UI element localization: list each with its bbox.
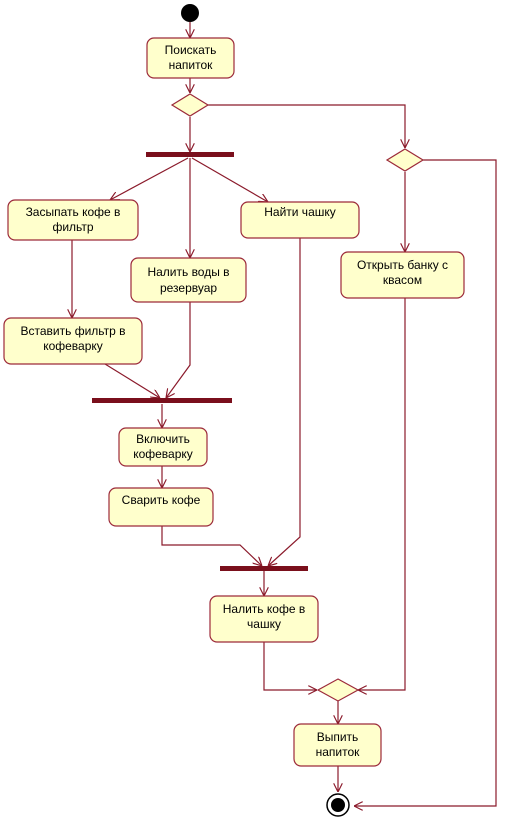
activity-turn-on-line1: Включить — [136, 432, 190, 446]
activity-coffee-filter-line1: Засыпать кофе в — [26, 205, 121, 219]
activity-turn-on: Включить кофеварку — [118, 427, 208, 467]
activity-pour-coffee: Налить кофе в чашку — [209, 595, 319, 643]
decision-node-main — [170, 93, 210, 117]
edge-brew-to-join2 — [161, 526, 262, 566]
activity-open-kvass-line2: квасом — [383, 273, 422, 287]
activity-open-kvass: Открыть банку с квасом — [340, 251, 465, 299]
activity-drink: Выпить напиток — [293, 723, 382, 767]
fork-bar — [146, 152, 234, 157]
join-bar-pour — [220, 566, 308, 571]
activity-coffee-filter: Засыпать кофе в фильтр — [7, 199, 139, 241]
join-bar-preparation — [92, 398, 232, 403]
initial-node — [181, 4, 199, 22]
activity-pour-water-line2: резервуар — [160, 281, 217, 295]
activity-open-kvass-line1: Открыть банку с — [357, 258, 448, 272]
activity-drink-line1: Выпить — [317, 730, 359, 744]
activity-insert-filter-line2: кофеварку — [43, 339, 103, 353]
edges — [72, 22, 497, 806]
edge-pour-coffee-to-merge — [263, 642, 317, 690]
edge-water-to-join — [166, 302, 191, 398]
edge-decision-to-kvass-branch — [208, 104, 405, 148]
edge-fork-to-coffee-filter — [110, 157, 189, 200]
edge-fork-to-cup — [191, 157, 268, 202]
decision-node-kvass — [385, 148, 425, 172]
merge-node — [316, 678, 360, 702]
activity-brew: Сварить кофе — [108, 487, 214, 527]
edge-kvass-decision-to-end — [354, 159, 497, 806]
activity-brew-line1: Сварить кофе — [122, 493, 201, 507]
activity-find-cup: Найти чашку — [240, 201, 360, 239]
activity-find-drink: Поискать напиток — [146, 37, 235, 79]
final-node — [326, 793, 350, 817]
activity-find-drink-line2: напиток — [169, 58, 214, 72]
activity-coffee-filter-line2: фильтр — [52, 220, 93, 234]
activity-pour-water-line1: Налить воды в — [147, 265, 229, 279]
edge-insert-to-join — [104, 363, 160, 398]
activity-insert-filter-line1: Вставить фильтр в — [21, 324, 126, 338]
edge-open-kvass-to-merge — [358, 298, 406, 690]
activity-pour-water: Налить воды в резервуар — [130, 257, 247, 303]
activity-pour-coffee-line1: Налить кофе в — [223, 602, 305, 616]
activity-insert-filter: Вставить фильтр в кофеварку — [3, 317, 143, 365]
activity-turn-on-line2: кофеварку — [133, 447, 193, 461]
activity-find-cup-line1: Найти чашку — [264, 205, 336, 219]
edge-cup-to-join2 — [268, 238, 301, 566]
activity-drink-line2: напиток — [316, 745, 361, 759]
activity-find-drink-line1: Поискать — [165, 43, 217, 57]
activity-pour-coffee-line2: чашку — [247, 617, 281, 631]
